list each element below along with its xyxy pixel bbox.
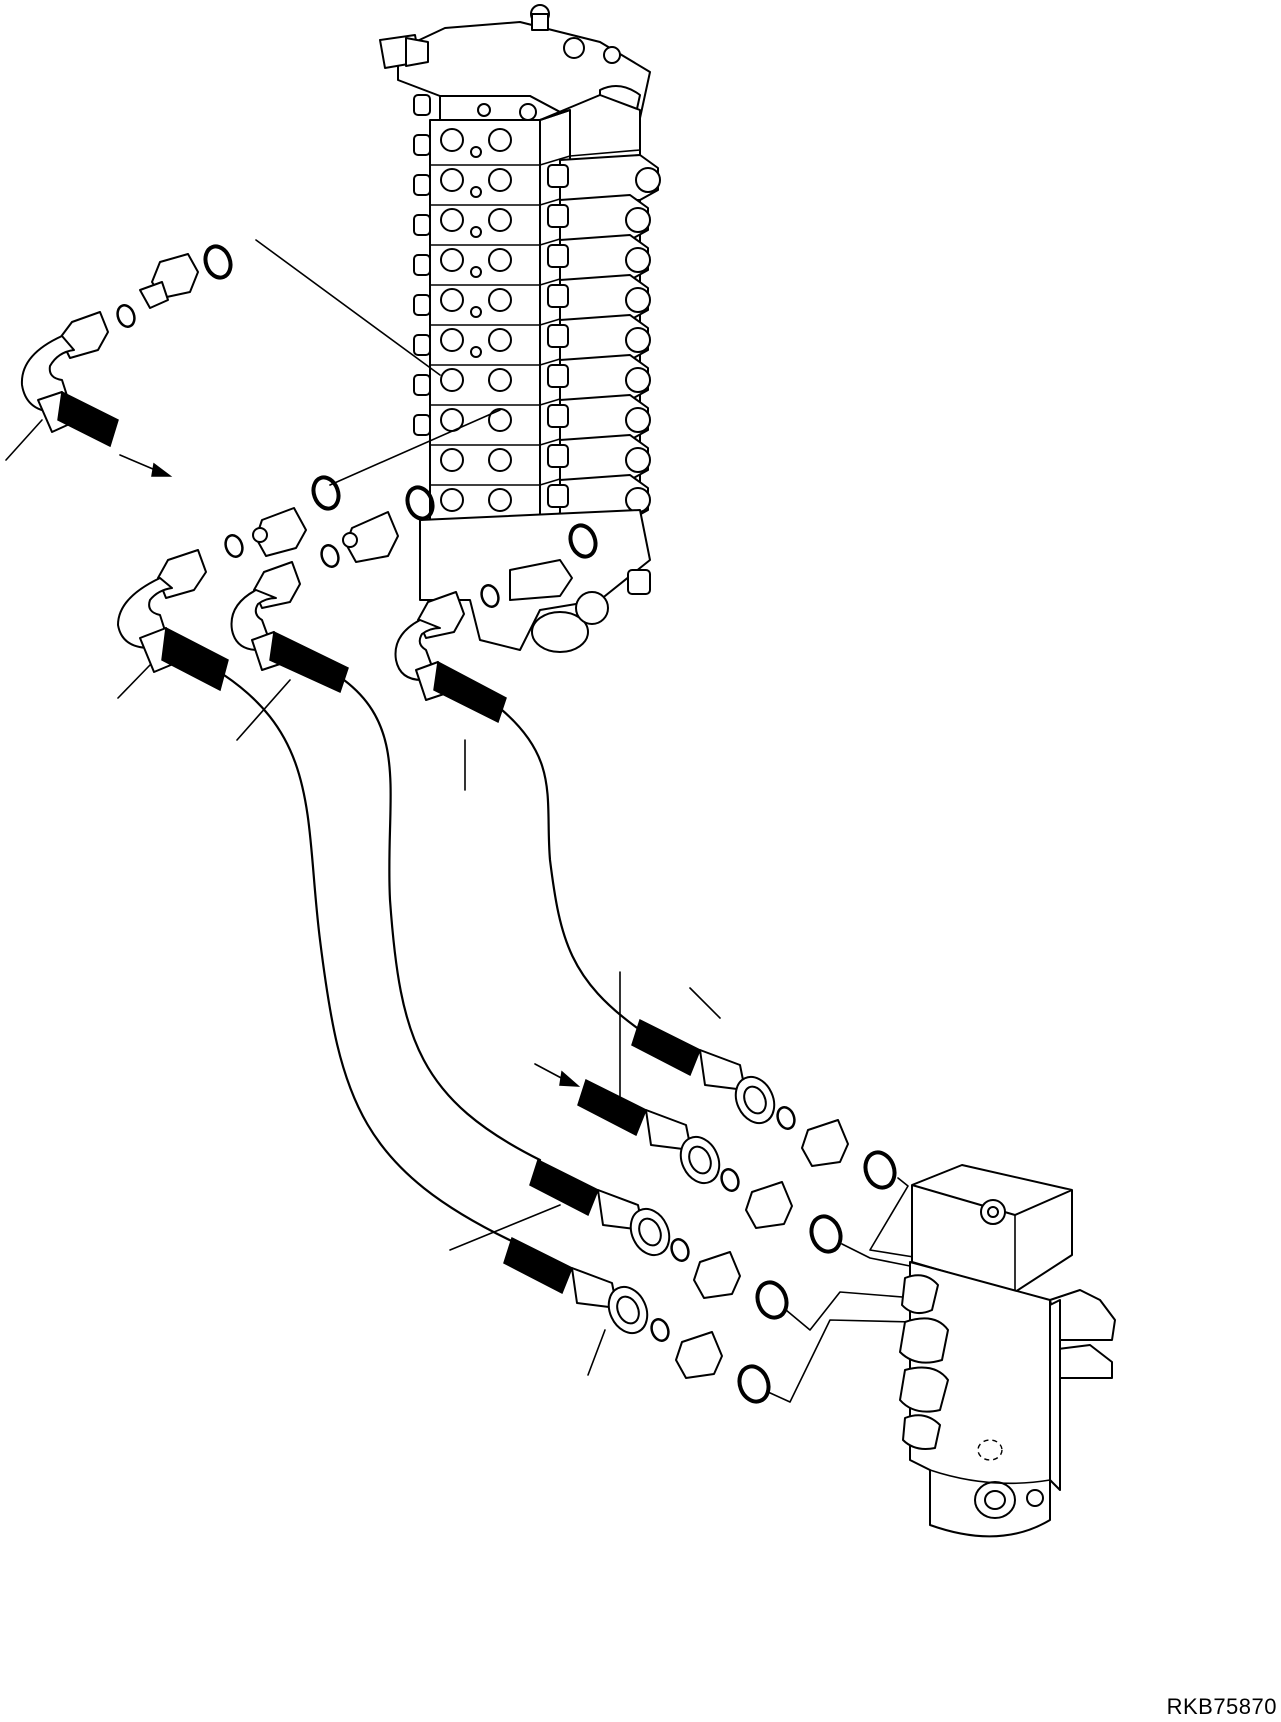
- hose-end-fitting-d: [503, 1236, 771, 1404]
- elbow-hose-fitting-2: [117, 475, 341, 692]
- hose-end-fitting-b: [577, 1078, 843, 1254]
- control-valve-assembly: [379, 4, 661, 653]
- drawing-reference-code: RKB75870: [1166, 1694, 1277, 1719]
- hose-lines: [222, 673, 642, 1247]
- flow-arrow-inlet: [534, 1063, 581, 1087]
- hose-end-fitting-a: [631, 1018, 897, 1190]
- flow-arrow-outlet: [119, 454, 173, 477]
- elbow-hose-fitting-1: [20, 244, 233, 448]
- swivel-joint: [899, 1164, 1116, 1538]
- joint-leader-lines: [767, 1177, 921, 1403]
- elbow-hose-fitting-4: [394, 523, 598, 724]
- hose-end-fitting-c: [529, 1158, 789, 1320]
- elbow-hose-fitting-3: [230, 485, 435, 694]
